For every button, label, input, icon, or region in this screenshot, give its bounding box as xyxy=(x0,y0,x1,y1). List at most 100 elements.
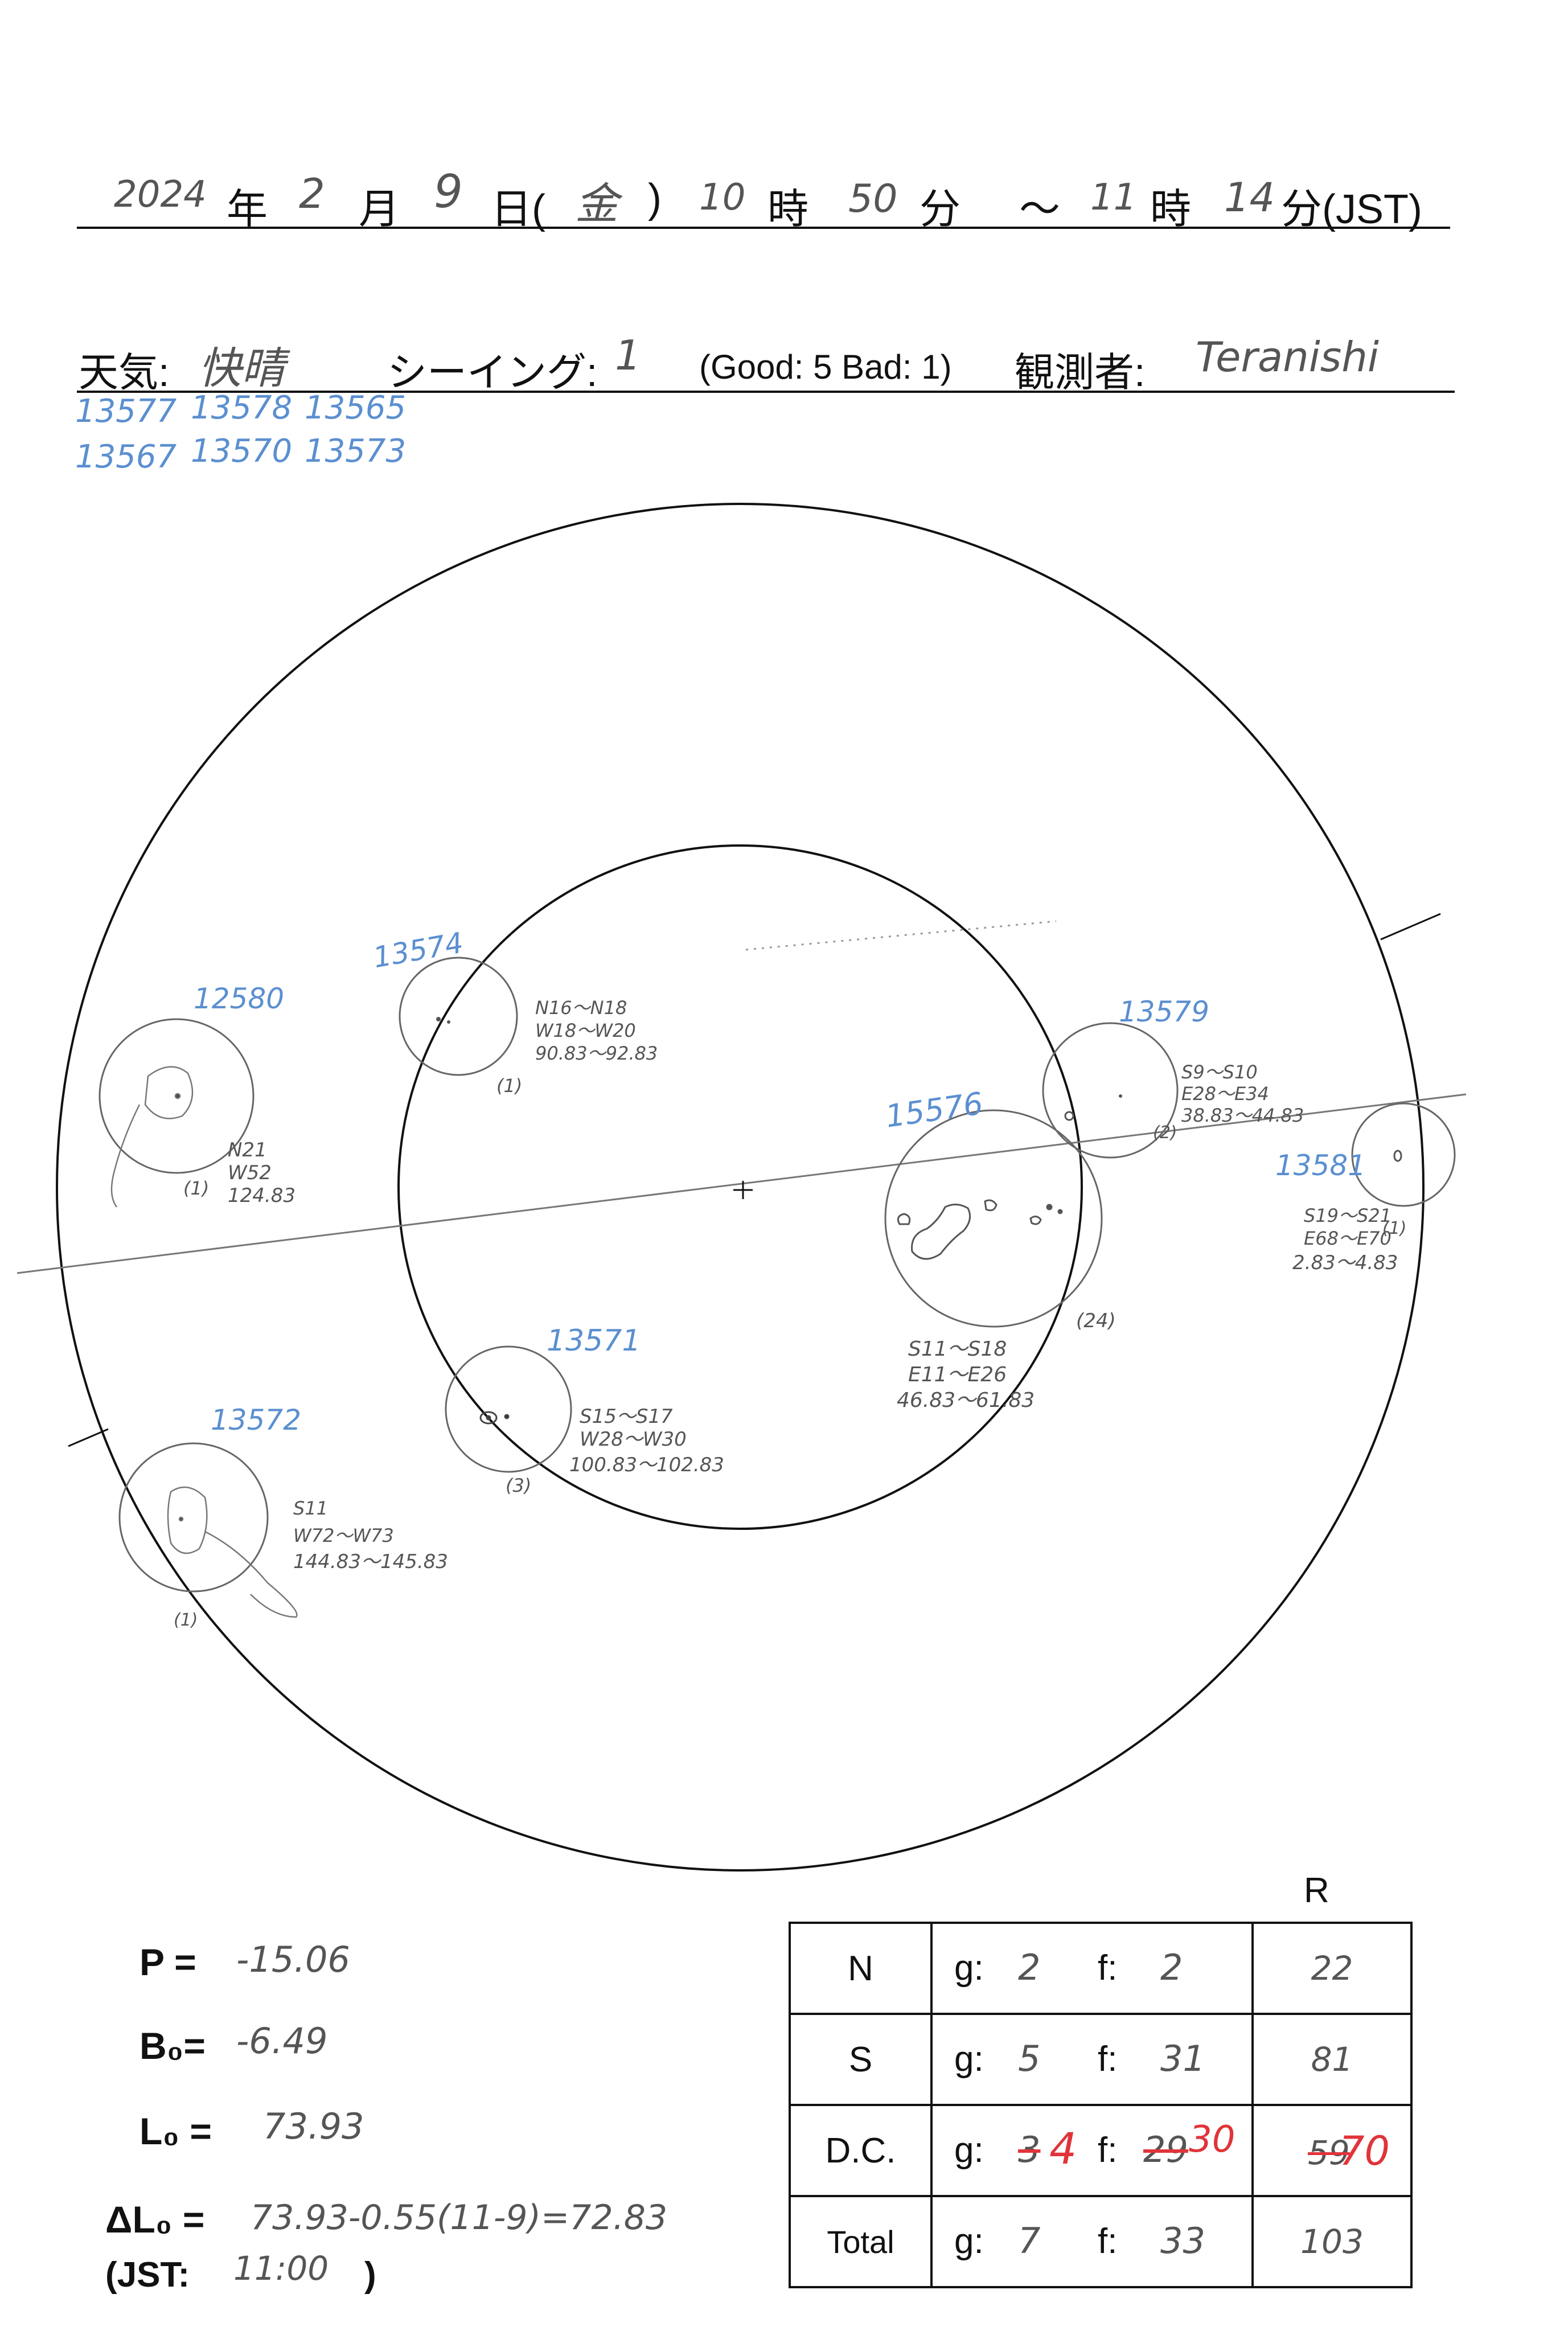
spot-sketch-13581 xyxy=(1393,1150,1402,1162)
spot-count: (1) xyxy=(174,1610,198,1630)
outer-circle xyxy=(56,503,1425,1872)
g-value: 7 xyxy=(1018,2220,1041,2262)
observer-label: 観測者: xyxy=(1015,350,1146,395)
center-cross xyxy=(733,1181,753,1199)
f-value: 33 xyxy=(1160,2220,1205,2262)
spot-sketch-15576 xyxy=(897,1199,1063,1260)
spot-number: 13572 xyxy=(211,1403,302,1437)
region-list-item: 13565 xyxy=(305,389,407,426)
spot-lon: W72〜W73 xyxy=(293,1525,394,1546)
f-label: f: xyxy=(1098,2131,1118,2170)
spot-lon: W18〜W20 xyxy=(535,1020,636,1041)
spot-number: 13581 xyxy=(1275,1149,1366,1182)
observer-value: Teranishi xyxy=(1196,333,1379,381)
header-underline xyxy=(77,227,1450,229)
spot-lat: S11 xyxy=(293,1497,329,1519)
f-value-corrected: 30 xyxy=(1189,2119,1235,2161)
r-value: 22 xyxy=(1251,1922,1413,2015)
dotted-guide-line xyxy=(745,920,1057,951)
spot-count: (3) xyxy=(506,1475,532,1496)
row-label: N xyxy=(789,1922,933,2015)
seeing-scale-note: (Good: 5 Bad: 1) xyxy=(699,348,952,386)
spot-count: (24) xyxy=(1076,1310,1116,1332)
f-value: 31 xyxy=(1160,2038,1205,2079)
spot-circle-13572 xyxy=(118,1442,269,1593)
g-value-corrected: 4 xyxy=(1049,2123,1077,2174)
r-value-corrected: 70 xyxy=(1339,2128,1390,2174)
l0-value: 73.93 xyxy=(263,2106,364,2147)
table-row: N g: 2 f: 2 22 xyxy=(789,1922,1413,2015)
g-value: 5 xyxy=(1018,2038,1041,2079)
spot-carrington: 124.83 xyxy=(228,1184,295,1207)
spot-count: (1) xyxy=(1382,1218,1407,1238)
g-label: g: xyxy=(954,2222,984,2261)
tilde: 〜 xyxy=(1019,187,1061,232)
weather-value: 快晴 xyxy=(198,343,285,393)
start-min: 50 xyxy=(848,177,898,221)
spot-lat: S19〜S21 xyxy=(1304,1205,1392,1226)
year: 2024 xyxy=(114,174,207,216)
spot-circle-12580 xyxy=(98,1018,255,1174)
g-label: g: xyxy=(954,2131,984,2170)
row-label: Total xyxy=(789,2195,933,2288)
spot-number: 12580 xyxy=(194,982,285,1015)
spot-sketch-13571 xyxy=(479,1411,510,1425)
spot-sketch-13579 xyxy=(1064,1094,1122,1121)
spot-carrington: 46.83〜61.83 xyxy=(897,1389,1035,1412)
gf-cell: g: 3 4 f: 29 30 xyxy=(930,2104,1254,2197)
f-value: 2 xyxy=(1160,1947,1183,1988)
spot-lat: S9〜S10 xyxy=(1181,1061,1258,1083)
region-list-item: 13573 xyxy=(305,433,407,470)
spot-lon: W52 xyxy=(228,1162,272,1184)
delta-l0-value: 73.93-0.55(11-9)=72.83 xyxy=(251,2198,668,2238)
table-row: D.C. g: 3 4 f: 29 30 59 70 xyxy=(789,2104,1413,2197)
region-list-item: 13567 xyxy=(75,438,177,475)
start-hour: 10 xyxy=(699,177,746,219)
spot-circle-15576 xyxy=(884,1109,1103,1328)
g-value: 2 xyxy=(1018,1947,1041,1988)
spot-lat: S15〜S17 xyxy=(580,1405,673,1428)
spot-sketch-13572 xyxy=(167,1486,298,1618)
spot-circle-13581 xyxy=(1351,1102,1456,1207)
jst-label: (JST: xyxy=(105,2255,190,2295)
f-label: f: xyxy=(1098,1948,1118,1988)
spot-count: (1) xyxy=(183,1177,210,1199)
spot-count: (2) xyxy=(1153,1123,1177,1143)
spot-carrington: 2.83〜4.83 xyxy=(1292,1251,1398,1274)
end-min: 14 xyxy=(1224,174,1275,221)
weekday-close: ) xyxy=(648,176,662,221)
seeing-label: シーイング: xyxy=(387,350,598,395)
jst-close: ) xyxy=(364,2255,376,2295)
table-row: Total g: 7 f: 33 103 xyxy=(789,2195,1413,2288)
spot-circle-13574 xyxy=(399,957,518,1076)
end-hour: 11 xyxy=(1090,177,1137,219)
l0-label: L₀ = xyxy=(139,2110,212,2152)
r-value: 103 xyxy=(1251,2195,1413,2288)
b0-value: -6.49 xyxy=(236,2020,328,2062)
inner-circle xyxy=(397,844,1083,1530)
table-row: S g: 5 f: 31 81 xyxy=(789,2013,1413,2106)
region-list-item: 13578 xyxy=(191,389,293,426)
spot-carrington: 38.83〜44.83 xyxy=(1181,1105,1304,1126)
p-label: P = xyxy=(139,1941,196,1983)
f-value-struck: 29 xyxy=(1143,2129,1188,2170)
edge-tick-left xyxy=(68,1428,109,1447)
r-value-struck: 59 xyxy=(1308,2133,1350,2172)
delta-l0-label: ΔL₀ = xyxy=(105,2198,205,2240)
r-cell: 59 70 xyxy=(1251,2104,1413,2197)
b0-label: B₀= xyxy=(139,2025,206,2067)
solar-equator-line xyxy=(17,1093,1467,1274)
row-label: D.C. xyxy=(789,2104,933,2197)
tally-table: N g: 2 f: 2 22 S g: 5 f: 31 81 D.C. g: 3… xyxy=(789,1922,1413,2288)
spot-carrington: 144.83〜145.83 xyxy=(293,1550,448,1573)
min-suffix: 分 xyxy=(920,187,961,232)
day: 9 xyxy=(434,165,463,218)
region-list-item: 13570 xyxy=(191,433,293,470)
spot-lat: N21 xyxy=(228,1139,267,1162)
gf-cell: g: 7 f: 33 xyxy=(930,2195,1254,2288)
hour-suffix: 時 xyxy=(767,187,809,232)
weekday: 金 xyxy=(575,178,618,229)
edge-tick-right xyxy=(1380,913,1441,941)
month-suffix: 月 xyxy=(359,187,400,232)
spot-sketch-12580 xyxy=(110,1066,194,1208)
